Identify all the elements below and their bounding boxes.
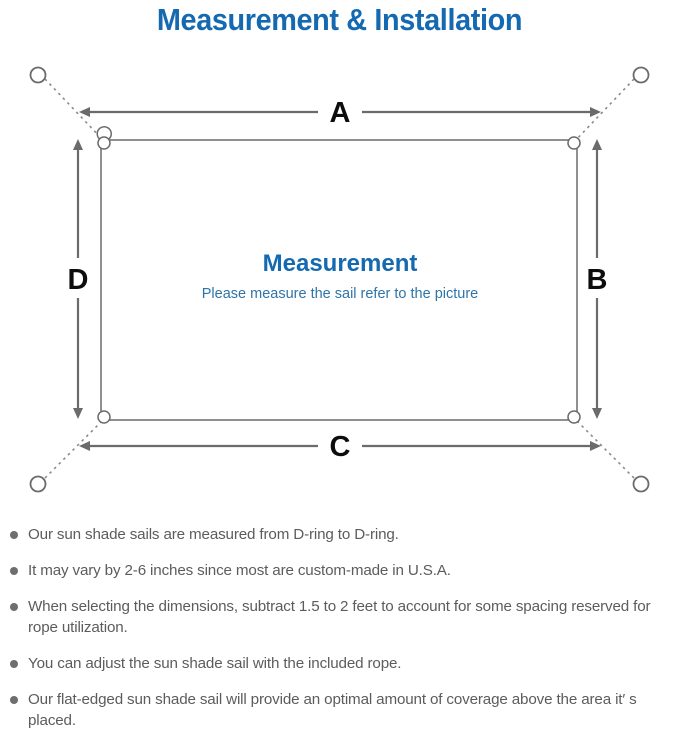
diagram-svg: A C D B Measurement Please measure the s… bbox=[29, 66, 650, 493]
bullet-icon bbox=[10, 660, 18, 668]
anchor-ring-top-right bbox=[632, 66, 650, 84]
sail-center-subtitle: Please measure the sail refer to the pic… bbox=[202, 286, 478, 302]
anchor-ring-top-left bbox=[29, 66, 47, 84]
rope-line-bottom-right bbox=[574, 418, 635, 479]
bullet-icon bbox=[10, 603, 18, 611]
anchor-ring-bottom-right bbox=[632, 475, 650, 493]
notes-list: Our sun shade sails are measured from D-… bbox=[0, 524, 679, 746]
anchor-ring-bottom-left bbox=[29, 475, 47, 493]
note-item: When selecting the dimensions, subtract … bbox=[0, 596, 679, 638]
note-text: When selecting the dimensions, subtract … bbox=[28, 598, 651, 636]
bullet-icon bbox=[10, 531, 18, 539]
rope-group-bottom-left bbox=[29, 418, 105, 493]
rope-group-top-right bbox=[574, 66, 650, 142]
d-ring-circle-bottom-right bbox=[567, 410, 581, 424]
dimension-label-d: D bbox=[68, 264, 89, 296]
note-item: You can adjust the sun shade sail with t… bbox=[0, 653, 679, 674]
bullet-icon bbox=[10, 567, 18, 575]
page-title: Measurement & Installation bbox=[156, 2, 523, 37]
rope-group-bottom-right bbox=[574, 418, 650, 493]
d-ring-circle-top-right bbox=[567, 136, 581, 150]
note-item: It may vary by 2-6 inches since most are… bbox=[0, 560, 679, 581]
rope-line-bottom-left bbox=[44, 418, 105, 479]
note-item: Our flat-edged sun shade sail will provi… bbox=[0, 689, 679, 731]
bullet-icon bbox=[10, 696, 18, 704]
sail-rectangle bbox=[100, 139, 578, 421]
rope-line-top-left bbox=[44, 78, 105, 142]
dimension-label-c: C bbox=[330, 431, 351, 463]
note-text: You can adjust the sun shade sail with t… bbox=[28, 655, 402, 672]
d-ring-circle-top-left bbox=[97, 136, 111, 150]
d-ring-circle-bottom-left bbox=[97, 410, 111, 424]
note-item: Our sun shade sails are measured from D-… bbox=[0, 524, 679, 545]
dimension-label-b: B bbox=[587, 264, 608, 296]
dimension-label-a: A bbox=[330, 97, 351, 129]
rope-line-top-right bbox=[574, 78, 635, 142]
sail-center-title: Measurement bbox=[263, 250, 418, 277]
rope-group-top-left bbox=[29, 66, 105, 142]
note-text: Our flat-edged sun shade sail will provi… bbox=[28, 691, 637, 729]
note-text: It may vary by 2-6 inches since most are… bbox=[28, 562, 451, 579]
note-text: Our sun shade sails are measured from D-… bbox=[28, 526, 399, 543]
sail-measurement-diagram: A C D B Measurement Please measure the s… bbox=[0, 46, 679, 516]
